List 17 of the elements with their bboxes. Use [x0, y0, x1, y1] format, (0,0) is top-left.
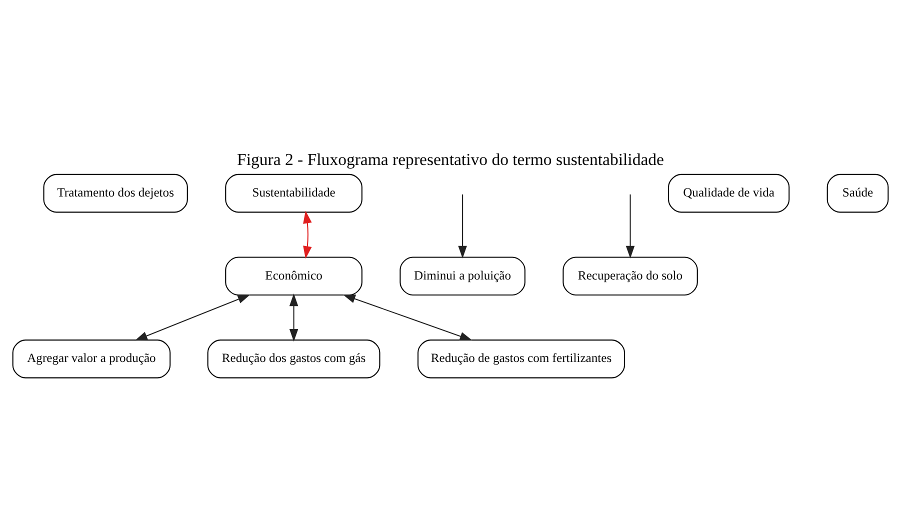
node-box: Redução dos gastos com gás — [207, 339, 380, 378]
node-box: Sustentabilidade — [225, 173, 362, 212]
arrow — [134, 294, 250, 340]
node-box: Redução de gastos com fertilizantes — [417, 339, 626, 378]
diagram-title: Figura 2 - Fluxograma representativo do termo sustentabilidade — [237, 149, 664, 168]
arrow — [303, 210, 312, 258]
node-box: Saúde — [826, 173, 889, 212]
node-box: Tratamento dos dejetos — [43, 173, 188, 212]
node-box: Recuperação do solo — [562, 256, 698, 296]
arrow — [289, 293, 298, 342]
arrow — [458, 194, 467, 258]
arrow — [342, 294, 472, 340]
node-box: Econômico — [225, 256, 362, 296]
node-box: Qualidade de vida — [668, 173, 790, 212]
arrow — [626, 194, 635, 258]
node-box: Agregar valor a produção — [12, 339, 171, 378]
node-box: Diminui a poluição — [400, 256, 526, 296]
